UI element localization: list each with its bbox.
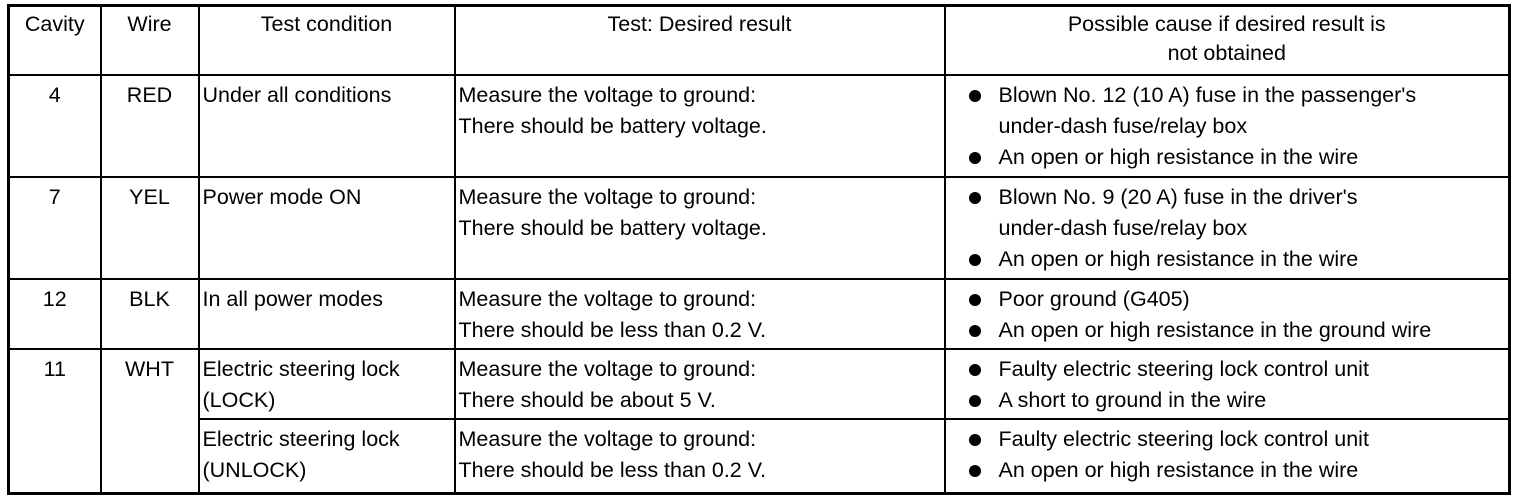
condition-cell: Power mode ON: [197, 176, 456, 280]
cause-line: Faulty electric steering lock control un…: [998, 357, 1369, 381]
result-line: Measure the voltage to ground:: [458, 185, 757, 209]
table-row: 12 BLK In all power modes Measure the vo…: [7, 278, 1511, 350]
table-row: Electric steering lock (UNLOCK) Measure …: [9, 418, 1511, 495]
table-row: 7 YEL Power mode ON Measure the voltage …: [7, 176, 1511, 280]
wire-cell: WHT: [99, 348, 200, 495]
header-possible-cause: Possible cause if desired result is not …: [943, 4, 1511, 76]
cause-item: Blown No. 12 (10 A) fuse in the passenge…: [956, 80, 1509, 142]
cause-line: A short to ground in the wire: [998, 388, 1267, 412]
bullet-icon: [968, 395, 981, 407]
condition-cell: Electric steering lock (LOCK): [197, 348, 456, 420]
table-row: 11 WHT Electric steering lock (LOCK) Mea…: [7, 348, 1511, 495]
result-cell: Measure the voltage to ground: There sho…: [453, 348, 946, 420]
result-line: There should be battery voltage.: [458, 114, 767, 138]
bullet-icon: [968, 434, 981, 446]
cause-cell: Blown No. 9 (20 A) fuse in the driver's …: [943, 176, 1511, 280]
header-wire: Wire: [99, 4, 200, 76]
wire-cell: BLK: [99, 278, 200, 350]
header-cavity: Cavity: [7, 4, 102, 76]
cavity-cell: 11: [7, 348, 102, 495]
cause-cell: Poor ground (G405) An open or high resis…: [943, 278, 1511, 350]
result-line: Measure the voltage to ground:: [458, 287, 757, 311]
cause-item: Faulty electric steering lock control un…: [956, 424, 1509, 455]
wire-cell: YEL: [99, 176, 200, 280]
cause-list: Blown No. 9 (20 A) fuse in the driver's …: [956, 182, 1509, 275]
cause-list: Faulty electric steering lock control un…: [956, 354, 1509, 416]
bullet-icon: [968, 192, 981, 204]
cause-cell: Faulty electric steering lock control un…: [943, 348, 1511, 420]
condition-cell: Electric steering lock (UNLOCK): [197, 418, 456, 495]
result-line: Measure the voltage to ground:: [458, 427, 757, 451]
condition-cell: Under all conditions: [197, 74, 456, 178]
cause-line: An open or high resistance in the wire: [998, 458, 1359, 482]
cause-item: Poor ground (G405): [956, 284, 1509, 315]
cause-item: An open or high resistance in the ground…: [956, 315, 1509, 346]
condition-line: Power mode ON: [202, 185, 362, 209]
cause-line: Poor ground (G405): [998, 287, 1190, 311]
condition-line: Under all conditions: [202, 83, 392, 107]
wire-cell: RED: [99, 74, 200, 178]
cause-item: An open or high resistance in the wire: [956, 244, 1509, 275]
header-desired-result: Test: Desired result: [453, 4, 946, 76]
cavity-cell: 4: [7, 74, 102, 178]
bullet-icon: [968, 364, 981, 376]
cavity-cell: 7: [7, 176, 102, 280]
cause-line: Blown No. 9 (20 A) fuse in the driver's: [998, 185, 1358, 209]
result-line: Measure the voltage to ground:: [458, 83, 757, 107]
bullet-icon: [968, 254, 981, 266]
cause-line: Faulty electric steering lock control un…: [998, 427, 1369, 451]
result-cell: Measure the voltage to ground: There sho…: [453, 278, 946, 350]
header-test-condition: Test condition: [197, 4, 456, 76]
result-line: There should be battery voltage.: [458, 216, 767, 240]
condition-line: In all power modes: [202, 287, 383, 311]
bullet-icon: [968, 325, 981, 337]
condition-line: Electric steering lock: [202, 427, 400, 451]
table-row: 4 RED Under all conditions Measure the v…: [7, 74, 1511, 178]
cause-item: Blown No. 9 (20 A) fuse in the driver's …: [956, 182, 1509, 244]
condition-cell: In all power modes: [197, 278, 456, 350]
header-possible-cause-line1: Possible cause if desired result is: [1067, 12, 1386, 36]
cause-list: Faulty electric steering lock control un…: [956, 424, 1509, 486]
result-line: Measure the voltage to ground:: [458, 357, 757, 381]
troubleshooting-table: Cavity Wire Test condition Test: Desired…: [7, 4, 1511, 495]
cause-line: An open or high resistance in the ground…: [998, 318, 1432, 342]
cause-item: An open or high resistance in the wire: [956, 142, 1509, 173]
cause-cell: Blown No. 12 (10 A) fuse in the passenge…: [943, 74, 1511, 178]
result-line: There should be less than 0.2 V.: [458, 458, 767, 482]
result-cell: Measure the voltage to ground: There sho…: [453, 176, 946, 280]
cause-list: Poor ground (G405) An open or high resis…: [956, 284, 1509, 346]
cause-line: Blown No. 12 (10 A) fuse in the passenge…: [998, 83, 1417, 107]
troubleshooting-sheet: Cavity Wire Test condition Test: Desired…: [7, 4, 1511, 495]
cause-cell: Faulty electric steering lock control un…: [943, 418, 1511, 495]
condition-line: (LOCK): [202, 388, 276, 412]
bullet-icon: [968, 90, 981, 102]
cause-line: under-dash fuse/relay box: [998, 114, 1248, 138]
cause-line: An open or high resistance in the wire: [998, 145, 1359, 169]
result-line: There should be less than 0.2 V.: [458, 318, 767, 342]
header-row: Cavity Wire Test condition Test: Desired…: [7, 4, 1511, 76]
cavity-cell: 12: [7, 278, 102, 350]
result-line: There should be about 5 V.: [458, 388, 716, 412]
header-possible-cause-line2: not obtained: [1167, 41, 1286, 65]
bullet-icon: [968, 465, 981, 477]
cause-line: under-dash fuse/relay box: [998, 216, 1248, 240]
cause-item: Faulty electric steering lock control un…: [956, 354, 1509, 385]
bullet-icon: [968, 294, 981, 306]
result-cell: Measure the voltage to ground: There sho…: [453, 74, 946, 178]
cause-item: An open or high resistance in the wire: [956, 455, 1509, 486]
cause-list: Blown No. 12 (10 A) fuse in the passenge…: [956, 80, 1509, 173]
condition-line: Electric steering lock: [202, 357, 400, 381]
cause-line: An open or high resistance in the wire: [998, 247, 1359, 271]
condition-line: (UNLOCK): [202, 458, 307, 482]
cause-item: A short to ground in the wire: [956, 385, 1509, 416]
result-cell: Measure the voltage to ground: There sho…: [453, 418, 946, 495]
bullet-icon: [968, 152, 981, 164]
